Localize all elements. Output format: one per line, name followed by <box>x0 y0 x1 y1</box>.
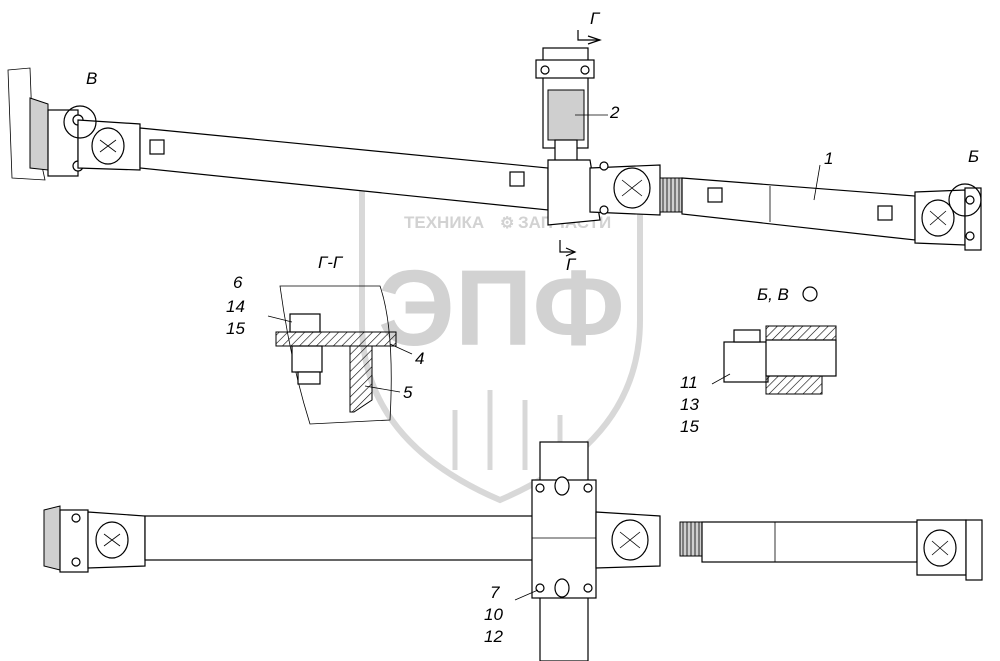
detail-b-v-view <box>711 286 837 395</box>
leader-7 <box>514 589 539 601</box>
detail-title-b-v: Б, В <box>757 285 789 304</box>
section-mark-g-bottom: Г <box>566 255 577 274</box>
lock-washer-detail <box>765 375 823 395</box>
intermediate-shaft-tube-bottom <box>144 515 536 561</box>
callout-15-detail: 15 <box>680 417 699 436</box>
view-v-circle <box>63 105 97 139</box>
support-clamp <box>535 59 595 79</box>
callout-2: 2 <box>609 103 620 122</box>
wheat-icon <box>452 390 563 470</box>
callout-12: 12 <box>484 627 503 646</box>
main-shaft-tube-bottom <box>701 521 918 563</box>
bolt-head-section <box>289 313 321 333</box>
view-mark-v: В <box>86 69 97 88</box>
callout-4: 4 <box>415 349 424 368</box>
callout-15-section: 15 <box>226 319 245 338</box>
callout-5: 5 <box>403 383 413 402</box>
watermark-company-top: ТЕХНИКА <box>404 213 484 232</box>
bracket-plate-section <box>275 331 397 347</box>
view-b-circle <box>948 183 982 217</box>
balance-plate-4 <box>877 205 893 221</box>
callout-11: 11 <box>680 373 698 392</box>
nut-detail <box>723 341 769 383</box>
detail-circle-symbol <box>802 286 818 302</box>
gear-icon: ⚙ <box>500 215 514 232</box>
view-mark-b: Б <box>968 147 979 166</box>
washer-section <box>297 371 321 385</box>
callout-7: 7 <box>490 583 500 602</box>
leader-1 <box>813 164 821 201</box>
callout-14: 14 <box>226 297 245 316</box>
callout-10: 10 <box>484 605 503 624</box>
balance-plate-1 <box>149 139 165 155</box>
section-title-g-g: Г-Г <box>318 253 344 272</box>
callout-1: 1 <box>824 149 833 168</box>
bolt-body-detail <box>765 339 837 377</box>
flange-left <box>29 97 49 171</box>
section-mark-g-top: Г <box>590 9 601 28</box>
watermark-logo: ЭПФ <box>378 247 625 368</box>
balance-plate-3 <box>707 187 723 203</box>
callout-13: 13 <box>680 395 699 414</box>
top-driveshaft-assembly <box>7 30 982 257</box>
frame-section <box>349 345 373 413</box>
support-bearing-housing <box>547 159 601 226</box>
callout-6: 6 <box>233 273 243 292</box>
section-g-g-view <box>267 285 413 425</box>
intermediate-shaft-tube <box>139 127 549 211</box>
bottom-driveshaft-assembly <box>43 441 983 661</box>
nut-section <box>291 345 323 373</box>
section-cut-bottom <box>559 240 575 253</box>
section-cut-top <box>577 30 600 41</box>
flange-left-bottom <box>43 505 61 571</box>
watermark: ТЕХНИКА ⚙ ЗАПЧАСТИ ЭПФ <box>358 169 643 504</box>
balance-plate-2 <box>509 171 525 187</box>
bolt-head-detail <box>765 325 837 341</box>
